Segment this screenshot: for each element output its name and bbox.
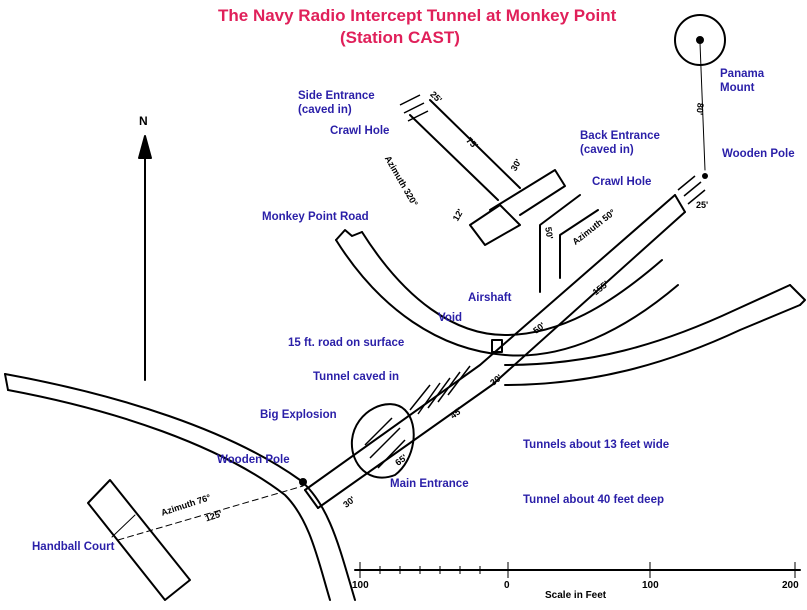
side-spur xyxy=(469,204,521,246)
surface-road xyxy=(504,304,801,386)
dim-50-branch: 50' xyxy=(543,226,556,240)
scale-tick-100-right: 100 xyxy=(642,580,659,591)
label-crawl-hole-1: Crawl Hole xyxy=(330,125,390,137)
title-line-1: The Navy Radio Intercept Tunnel at Monke… xyxy=(218,6,617,25)
lower-road-edge xyxy=(7,389,331,601)
branch-tunnel-edge xyxy=(559,209,599,279)
branch-tunnel xyxy=(539,194,581,293)
azimuth-76-line xyxy=(117,485,304,541)
label-panama-mount-1: Panama xyxy=(720,68,765,80)
surface-road-edge xyxy=(504,284,791,366)
side-entrance-hatch xyxy=(399,94,429,122)
label-tunnels-wide: Tunnels about 13 feet wide xyxy=(523,439,670,451)
side-cross xyxy=(489,169,566,216)
monkey-point-road-edge xyxy=(361,231,663,336)
big-explosion xyxy=(350,403,415,479)
wooden-pole-2 xyxy=(299,478,307,486)
scale-ticks xyxy=(359,562,796,578)
label-tunnel-deep: Tunnel about 40 feet deep xyxy=(523,494,664,506)
label-north: N xyxy=(139,114,148,128)
label-monkey-point-road: Monkey Point Road xyxy=(262,211,369,223)
label-airshaft: Airshaft xyxy=(468,292,512,304)
scale-tick-100-left: 100 xyxy=(352,580,369,591)
label-void: Void xyxy=(438,312,463,324)
label-road-on-surface: 15 ft. road on surface xyxy=(288,337,405,349)
main-tunnel-edge xyxy=(317,211,686,509)
side-tunnel xyxy=(409,114,499,201)
label-big-explosion: Big Explosion xyxy=(260,409,337,421)
scale-label: Scale in Feet xyxy=(545,590,607,601)
label-wooden-pole-1: Wooden Pole xyxy=(722,148,795,160)
label-handball-court: Handball Court xyxy=(32,541,115,553)
monkey-point-road xyxy=(335,239,679,357)
dim-80: 80' xyxy=(694,102,706,116)
label-wooden-pole-2: Wooden Pole xyxy=(217,454,290,466)
wooden-pole-1 xyxy=(702,173,708,179)
label-main-entrance: Main Entrance xyxy=(390,478,469,490)
label-side-entrance: Side Entrance xyxy=(298,90,375,102)
label-tunnel-caved-in: Tunnel caved in xyxy=(313,371,400,383)
airshaft xyxy=(491,339,503,353)
scale-tick-200: 200 xyxy=(782,580,799,591)
label-back-entrance: Back Entrance xyxy=(580,130,660,142)
label-crawl-hole-2: Crawl Hole xyxy=(592,176,652,188)
label-panama-mount-2: Mount xyxy=(720,82,755,94)
side-tunnel-edge xyxy=(429,99,521,189)
main-tunnel xyxy=(304,194,676,491)
lower-road xyxy=(4,373,356,601)
scale-tick-0: 0 xyxy=(504,580,510,591)
label-back-entrance-note: (caved in) xyxy=(580,144,634,156)
title-line-2: (Station CAST) xyxy=(340,28,460,47)
dim-25-back: 25' xyxy=(696,200,709,210)
panama-mount xyxy=(674,14,726,66)
label-side-entrance-note: (caved in) xyxy=(298,104,352,116)
handball-court xyxy=(87,479,191,601)
back-entrance-hatch xyxy=(677,175,706,205)
caved-in-hatch xyxy=(364,365,471,469)
